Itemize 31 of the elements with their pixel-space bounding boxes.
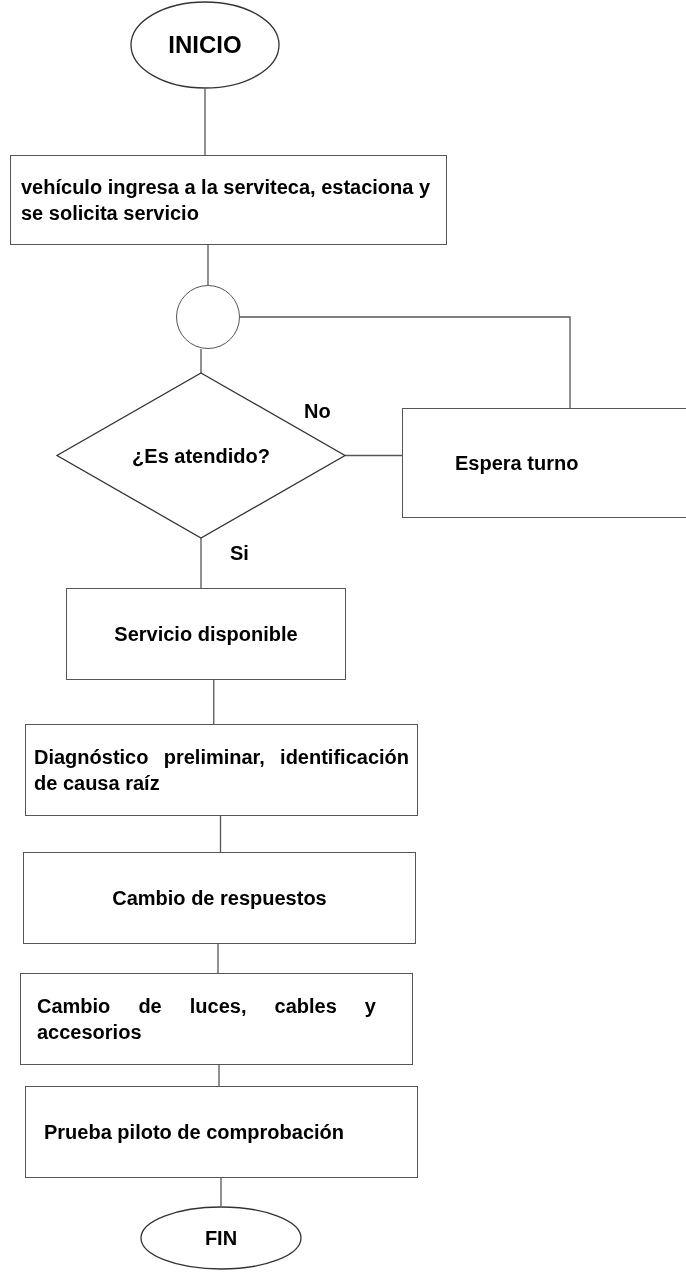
process-box — [66, 588, 346, 680]
connector-line — [200, 348, 202, 374]
connector-line — [200, 537, 202, 589]
node-label: Cambio de luces, cables y accesorios — [37, 994, 376, 1045]
connector-line — [217, 943, 219, 974]
decision-diamond — [57, 373, 345, 538]
process-box — [402, 408, 686, 518]
node-label: FIN — [204, 1226, 238, 1251]
node-label: Cambio de respuestos — [112, 886, 327, 911]
connector-line — [204, 88, 206, 156]
process-box — [25, 1086, 418, 1178]
node-label: Prueba piloto de comprobación — [44, 1120, 346, 1145]
process-box — [10, 155, 447, 245]
node-label: ¿Es atendido? — [132, 443, 270, 469]
node-label: vehículo ingresa a la serviteca, estaciona y se solicita servicio — [21, 175, 432, 226]
process-box — [23, 852, 416, 944]
connector-line — [239, 316, 571, 409]
connector-line — [207, 244, 209, 286]
process-box — [25, 724, 418, 816]
node-label: INICIO — [168, 30, 242, 61]
connector-line — [213, 679, 215, 725]
connector-line — [220, 1177, 222, 1207]
node-label: Servicio disponible — [114, 622, 298, 647]
connector-line — [218, 1064, 220, 1087]
process-box — [20, 973, 413, 1065]
connector-line — [219, 815, 222, 853]
terminal-ellipse — [140, 1206, 302, 1270]
terminal-ellipse — [130, 1, 280, 89]
node-label: Diagnóstico preliminar, identificación de causa raíz — [34, 745, 409, 796]
connector-line — [344, 454, 403, 457]
node-label: Espera turno — [455, 451, 579, 476]
